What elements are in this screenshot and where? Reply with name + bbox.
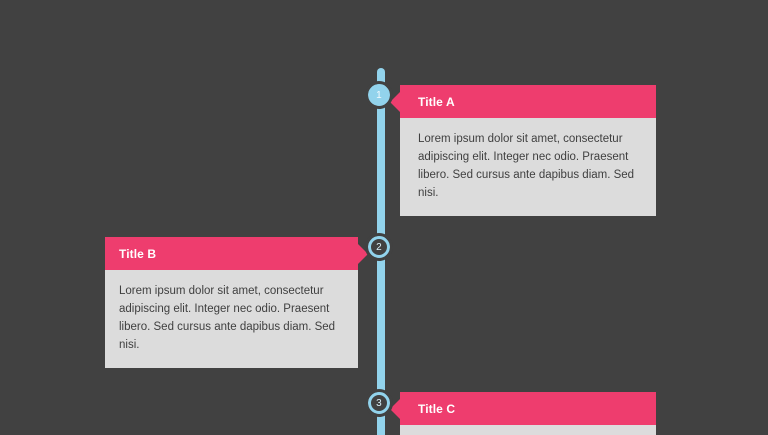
timeline-card-1[interactable]: Title A Lorem ipsum dolor sit amet, cons… (390, 85, 656, 216)
timeline-node-1[interactable]: 1 (365, 81, 393, 109)
card-title-3: Title C (418, 401, 456, 416)
card-body-3: Lorem ipsum dolor sit amet, consectetur … (400, 425, 656, 435)
card-pointer-icon (358, 243, 368, 264)
card-pointer-icon (390, 91, 400, 112)
card-body-1: Lorem ipsum dolor sit amet, consectetur … (400, 118, 656, 216)
card-pointer-icon (390, 398, 400, 419)
timeline-card-2[interactable]: Title B Lorem ipsum dolor sit amet, cons… (105, 237, 368, 368)
card-header-3: Title C (390, 392, 656, 425)
card-title-1: Title A (418, 94, 455, 109)
card-body-2: Lorem ipsum dolor sit amet, consectetur … (105, 270, 358, 368)
card-header-2: Title B (105, 237, 368, 270)
card-title-2: Title B (119, 246, 157, 261)
timeline-card-3[interactable]: Title C Lorem ipsum dolor sit amet, cons… (390, 392, 656, 435)
timeline-node-2[interactable]: 2 (365, 233, 393, 261)
timeline-node-3[interactable]: 3 (365, 389, 393, 417)
card-header-1: Title A (390, 85, 656, 118)
